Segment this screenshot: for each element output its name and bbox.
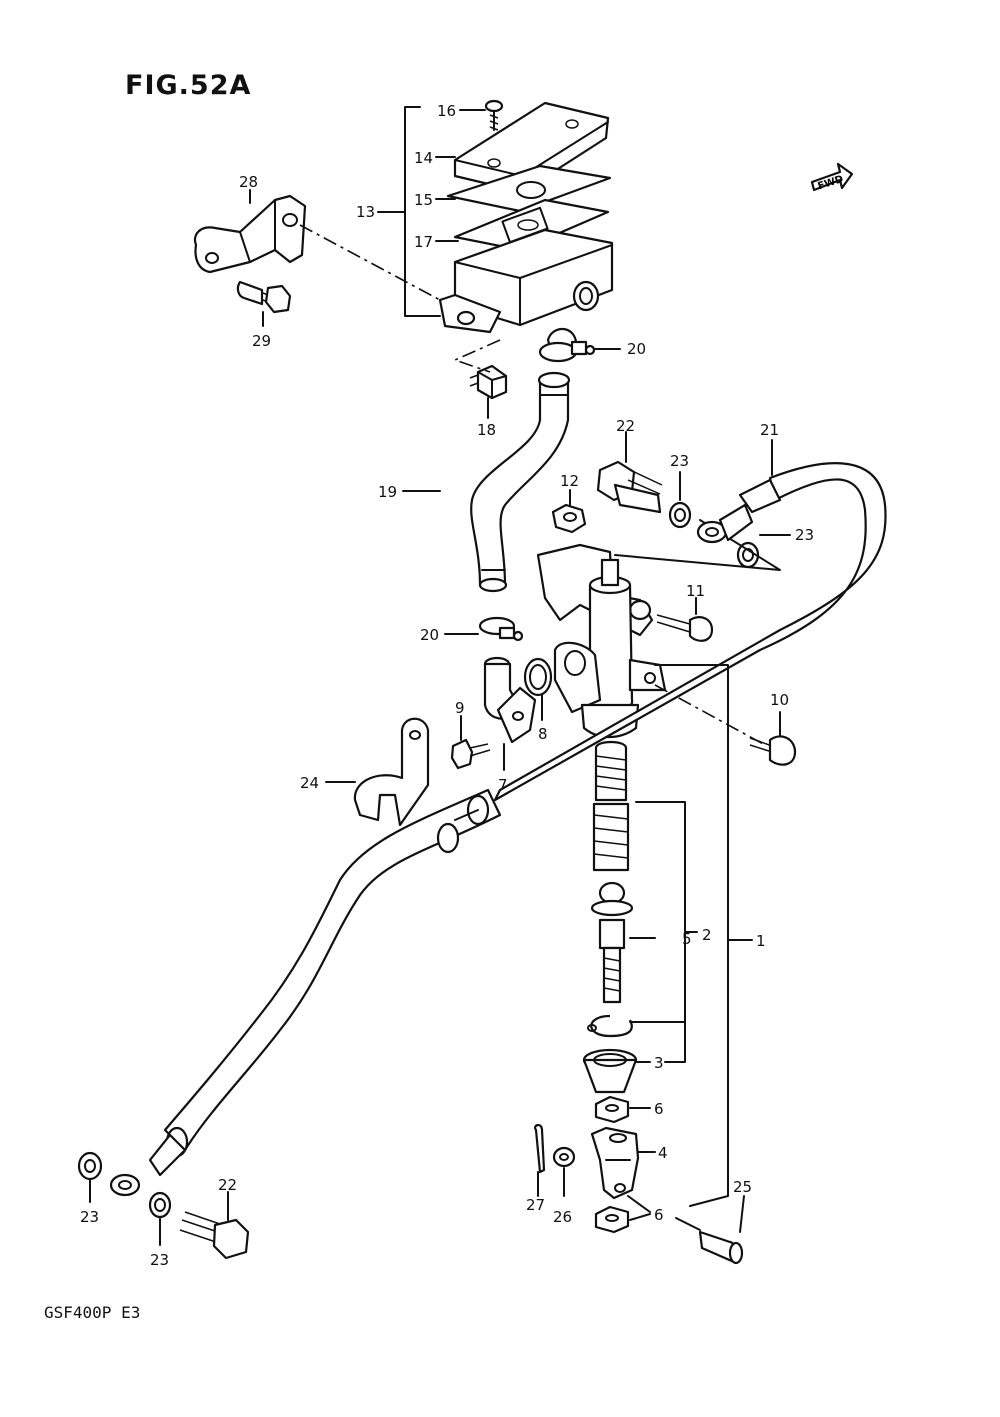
piston-cup [592, 802, 630, 872]
push-rod [590, 881, 634, 1004]
mounting-nut [551, 503, 587, 534]
lock-nut-upper [594, 1095, 630, 1124]
callout-29: 29 [252, 332, 271, 350]
clevis-washer [552, 1146, 576, 1168]
cotter-pin [534, 1124, 546, 1174]
callout-12: 12 [560, 472, 579, 490]
callout-10: 10 [770, 691, 789, 709]
brake-hose [493, 462, 887, 802]
callout-labels: 16 14 15 13 17 28 29 20 18 22 23 21 19 1… [80, 102, 814, 1269]
callout-23-lower-left: 23 [80, 1208, 99, 1226]
callout-3: 3 [654, 1054, 664, 1072]
snap-ring [587, 1014, 633, 1038]
callout-15: 15 [414, 191, 433, 209]
fwd-arrow-icon: FWD [810, 162, 854, 193]
callout-19: 19 [378, 483, 397, 501]
washer-lower-left [77, 1151, 103, 1181]
callout-17: 17 [414, 233, 433, 251]
fitting-screw [450, 738, 491, 770]
callout-1: 1 [756, 932, 766, 950]
hose-clamp-upper [538, 340, 596, 363]
hose-holder [353, 717, 430, 827]
callout-28: 28 [239, 173, 258, 191]
reservoir-body [438, 228, 614, 355]
brake-hose-lower [109, 788, 502, 1197]
callout-7: 7 [498, 776, 508, 794]
clevis [590, 1126, 640, 1200]
model-code: GSF400P E3 [44, 1303, 140, 1322]
callout-27: 27 [526, 1196, 545, 1214]
reservoir-bolt [469, 364, 508, 400]
callout-23-mid: 23 [795, 526, 814, 544]
callout-2: 2 [702, 926, 712, 944]
callout-4: 4 [658, 1144, 668, 1162]
dust-boot [582, 1048, 638, 1094]
callout-20-upper: 20 [627, 340, 646, 358]
callout-25: 25 [733, 1178, 752, 1196]
callout-20-lower: 20 [420, 626, 439, 644]
bracket-bolt [236, 280, 292, 314]
reservoir-cap-screw [484, 99, 504, 131]
callout-16: 16 [437, 102, 456, 120]
callout-24: 24 [300, 774, 319, 792]
callout-6-lower: 6 [654, 1206, 664, 1224]
bracket-1 [654, 664, 729, 1207]
callout-22-upper: 22 [616, 417, 635, 435]
reservoir-diaphragm [446, 164, 612, 213]
callout-6-upper: 6 [654, 1100, 664, 1118]
callout-26: 26 [553, 1208, 572, 1226]
hose-clamp-lower [478, 616, 524, 642]
clevis-pin [698, 1230, 744, 1265]
lock-nut-lower [594, 1205, 630, 1234]
callout-13: 13 [356, 203, 375, 221]
callout-11: 11 [686, 582, 705, 600]
banjo-bolt-lower [179, 1211, 250, 1260]
bracket-13 [404, 106, 441, 317]
callout-18: 18 [477, 421, 496, 439]
callout-9: 9 [455, 699, 465, 717]
callout-5: 5 [682, 930, 692, 948]
callout-8: 8 [538, 725, 548, 743]
callout-21: 21 [760, 421, 779, 439]
piston-spring [594, 740, 628, 802]
washer-upper [668, 501, 692, 529]
callout-23-lower-right: 23 [150, 1251, 169, 1269]
callout-22-lower: 22 [218, 1176, 237, 1194]
banjo-bolt-upper [596, 460, 663, 514]
hose-fitting [483, 656, 537, 744]
reservoir-mount-bracket [193, 194, 307, 274]
master-cylinder-body [536, 543, 667, 739]
callout-14: 14 [414, 149, 433, 167]
figure-title: FIG.52A [125, 70, 251, 101]
reservoir-hose [470, 371, 571, 593]
washer-lower-right [148, 1191, 172, 1219]
fwd-label: FWD [817, 174, 845, 193]
callout-23-upper: 23 [670, 452, 689, 470]
cylinder-bolt [656, 614, 714, 642]
